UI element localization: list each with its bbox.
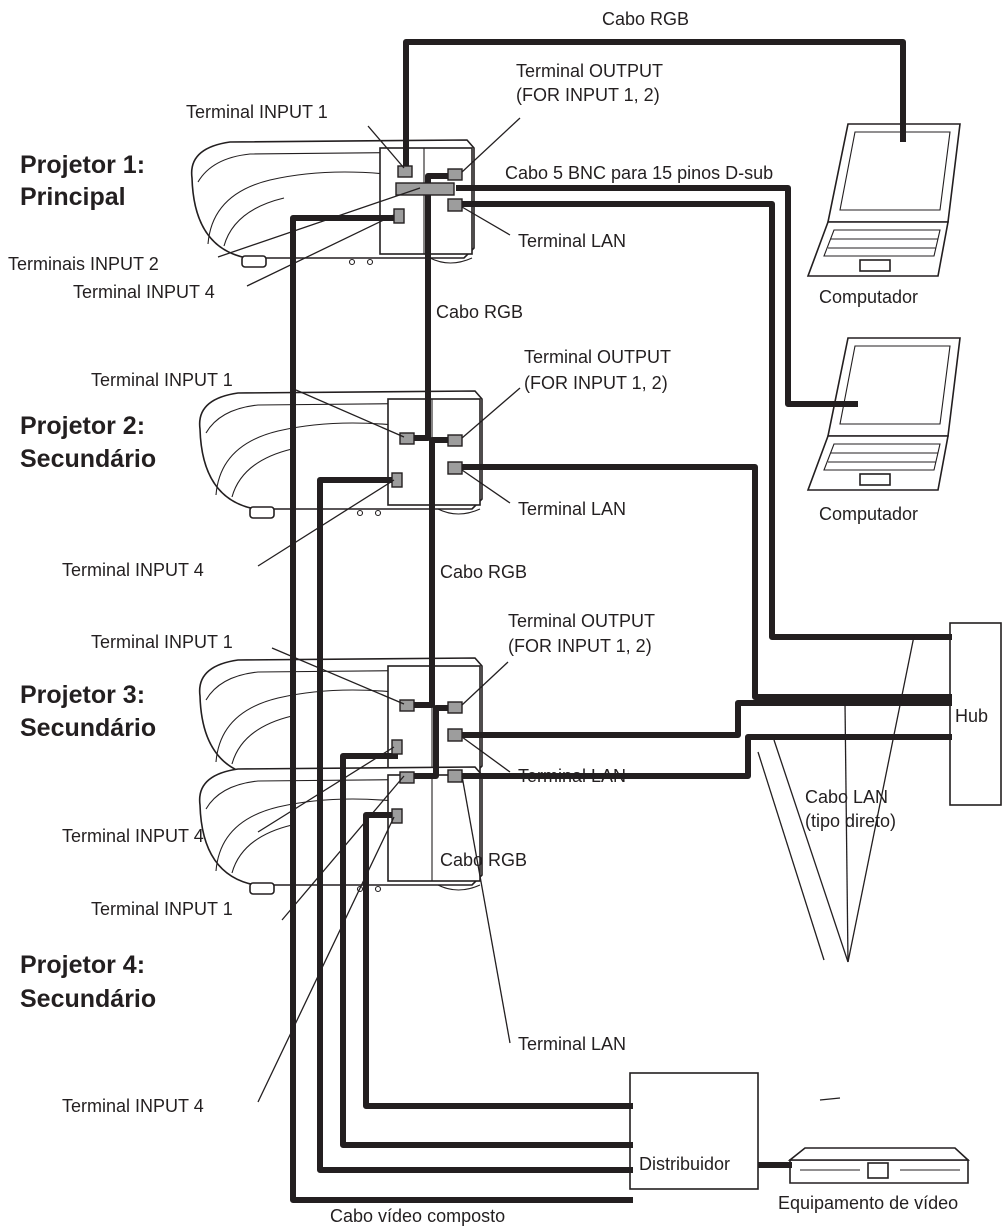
p3-input1-label: Terminal INPUT 1	[91, 632, 233, 652]
computer-1-label: Computador	[819, 287, 918, 307]
rgb-cable-2-3-label: Cabo RGB	[440, 562, 527, 582]
hub-box	[949, 622, 1002, 806]
ports	[391, 165, 463, 824]
computer-2-label: Computador	[819, 504, 918, 524]
video-equipment-label: Equipamento de vídeo	[778, 1193, 958, 1213]
p3-output-sub-label: (FOR INPUT 1, 2)	[508, 636, 652, 656]
p3-input4-label: Terminal INPUT 4	[62, 826, 204, 846]
p1-title-2: Principal	[20, 183, 126, 211]
p2-title-2: Secundário	[20, 445, 156, 473]
p2-output-sub-label: (FOR INPUT 1, 2)	[524, 373, 668, 393]
p1-output-label: Terminal OUTPUT	[516, 61, 663, 81]
p4-title-2: Secundário	[20, 985, 156, 1013]
lan-cable-type-label: (tipo direto)	[805, 811, 896, 831]
p3-lan-label: Terminal LAN	[518, 766, 626, 786]
rgb-cable-3-4-label: Cabo RGB	[440, 850, 527, 870]
p2-output-label: Terminal OUTPUT	[524, 347, 671, 367]
p2-lan-label: Terminal LAN	[518, 499, 626, 519]
p3-output-label: Terminal OUTPUT	[508, 611, 655, 631]
p1-input1-label: Terminal INPUT 1	[186, 102, 328, 122]
p3-title-1: Projetor 3:	[20, 681, 145, 709]
composite-cable-label: Cabo vídeo composto	[330, 1206, 505, 1226]
video-equipment	[787, 1147, 971, 1184]
p4-input4-label: Terminal INPUT 4	[62, 1096, 204, 1116]
p1-output-sub-label: (FOR INPUT 1, 2)	[516, 85, 660, 105]
p1-lan-label: Terminal LAN	[518, 231, 626, 251]
hub-label: Hub	[955, 706, 988, 726]
p2-input4-label: Terminal INPUT 4	[62, 560, 204, 580]
p4-lan-label: Terminal LAN	[518, 1034, 626, 1054]
bnc-cable-label: Cabo 5 BNC para 15 pinos D-sub	[505, 163, 773, 183]
distributor-label: Distribuidor	[639, 1154, 730, 1174]
projector-1	[190, 139, 475, 268]
distributor-box	[629, 1072, 759, 1190]
p4-input1-label: Terminal INPUT 1	[91, 899, 233, 919]
p1-title-1: Projetor 1:	[20, 151, 145, 179]
p3-title-2: Secundário	[20, 714, 156, 742]
p1-input4-label: Terminal INPUT 4	[73, 282, 215, 302]
p1-input2-label: Terminais INPUT 2	[8, 254, 159, 274]
computer-1	[807, 123, 961, 277]
p4-title-1: Projetor 4:	[20, 951, 145, 979]
p2-input1-label: Terminal INPUT 1	[91, 370, 233, 390]
rgb-cable-1-2-label: Cabo RGB	[436, 302, 523, 322]
computer-2	[807, 337, 961, 491]
leader-lines	[217, 117, 915, 1103]
rgb-cable-top-label: Cabo RGB	[602, 9, 689, 29]
p2-title-1: Projetor 2:	[20, 412, 145, 440]
lan-cable-label: Cabo LAN	[805, 787, 888, 807]
